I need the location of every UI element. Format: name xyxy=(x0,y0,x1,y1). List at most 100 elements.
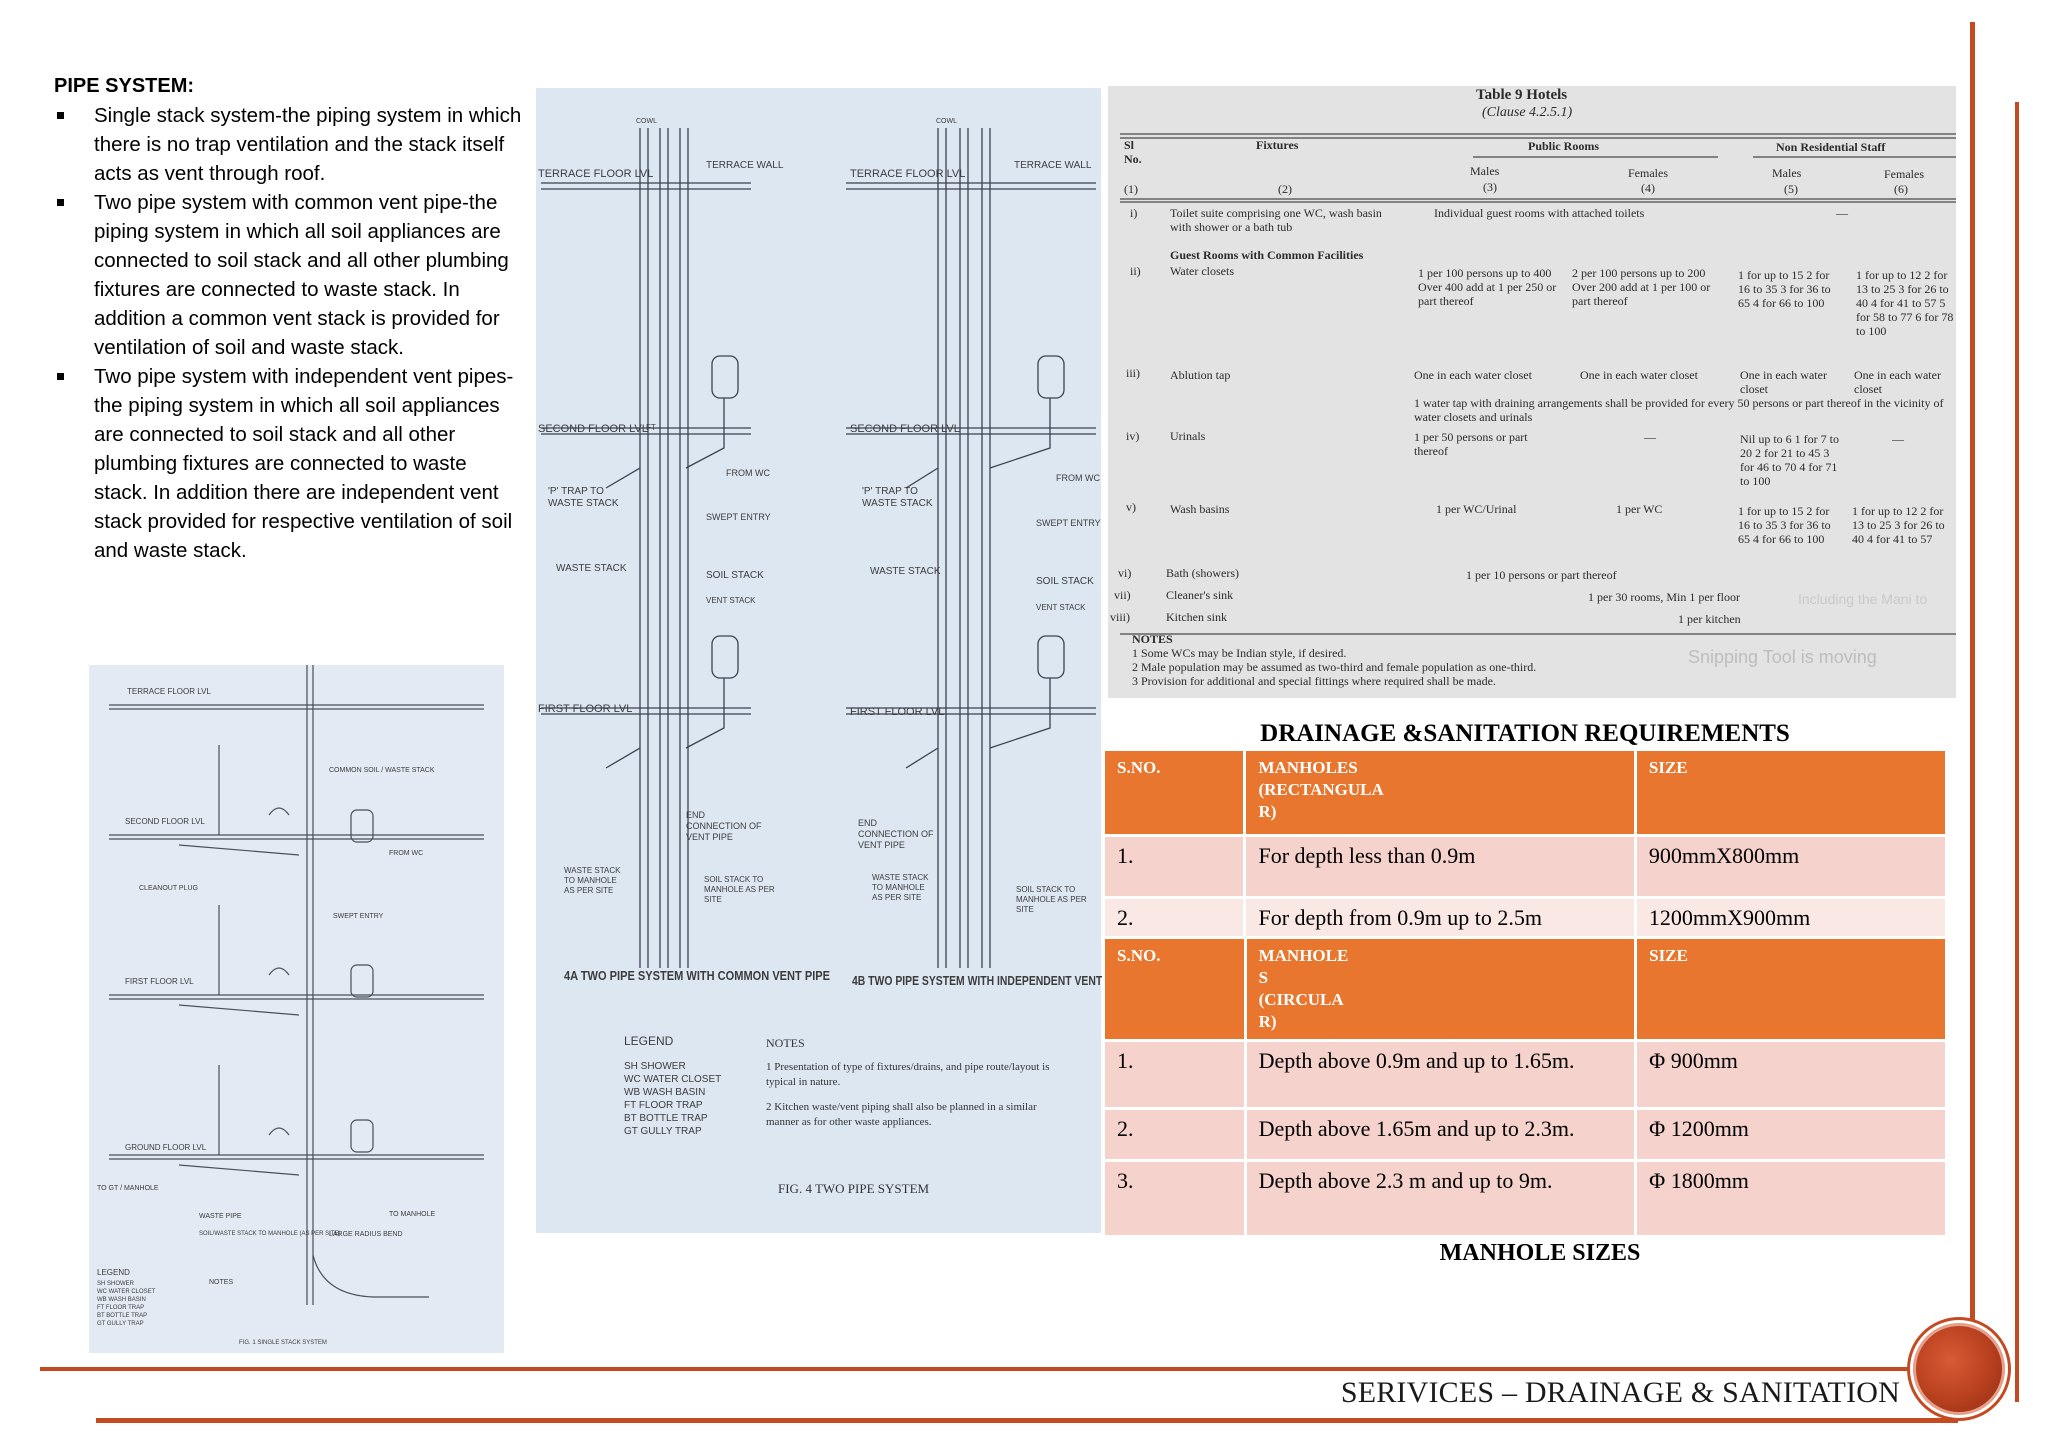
drawing-label: 'P' TRAP TO WASTE STACK xyxy=(548,486,619,509)
note-item: 1 Presentation of type of fixtures/drain… xyxy=(766,1061,1050,1088)
drawing-label: LARGE RADIUS BEND xyxy=(329,1231,403,1238)
legend-item: SH SHOWER xyxy=(97,1281,135,1287)
header-size: SIZE xyxy=(1633,748,1949,837)
table9-notes: 1 Some WCs may be Indian style, if desir… xyxy=(1132,646,1932,688)
legend-item: WB WASH BASIN xyxy=(97,1297,146,1303)
drawing-label: SOIL STACK TO MANHOLE AS PER SITE xyxy=(1016,885,1087,914)
table9-cell: vii) xyxy=(1114,588,1131,602)
row-size: 1200mmX900mm xyxy=(1633,896,1949,941)
row-size: Φ 900mm xyxy=(1634,1039,1948,1110)
table9-cell: One in each water closet xyxy=(1580,368,1698,382)
table9-cell: vi) xyxy=(1118,566,1132,580)
row-sno: 1. xyxy=(1102,1039,1247,1110)
table9-cell: Ablution tap xyxy=(1170,368,1231,382)
row-size: Φ 1200mm xyxy=(1634,1107,1948,1162)
drawing-label: WASTE STACK TO MANHOLE AS PER SITE xyxy=(872,873,929,902)
table9-cell: Cleaner's sink xyxy=(1166,588,1234,602)
pipe-system-bullet: Single stack system-the piping system in… xyxy=(54,101,524,188)
drawing-label: SOIL STACK xyxy=(1036,576,1094,587)
drawing-label: TERRACE WALL xyxy=(1014,160,1092,171)
table9-cell: — xyxy=(1644,430,1656,444)
footer-title: SERIVICES – DRAINAGE & SANITATION xyxy=(1340,1376,1900,1409)
drawing-label: SOIL/WASTE STACK TO MANHOLE (AS PER SITE… xyxy=(199,1231,341,1237)
frame-vertical-line xyxy=(1970,22,1975,1362)
table9-cell: Guest Rooms with Common Facilities xyxy=(1170,248,1364,262)
table9-title: Table 9 Hotels xyxy=(1476,87,1568,103)
legend-item: BT BOTTLE TRAP xyxy=(624,1113,708,1124)
row-desc: For depth from 0.9m up to 2.5m xyxy=(1243,896,1637,941)
row-desc: Depth above 1.65m and up to 2.3m. xyxy=(1243,1107,1638,1162)
legend-item: GT GULLY TRAP xyxy=(97,1321,144,1327)
legend-title: LEGEND xyxy=(624,1034,674,1048)
legend-item: WC WATER CLOSET xyxy=(624,1074,722,1085)
drawing-notes: 1 Presentation of type of fixtures/drain… xyxy=(766,1060,1056,1130)
table9-col-staff: Non Residential Staff xyxy=(1776,140,1886,154)
drawing-label: COMMON SOIL / WASTE STACK xyxy=(329,767,435,774)
pipe-system-heading: PIPE SYSTEM: xyxy=(54,75,195,97)
table9-cell: Individual guest rooms with attached toi… xyxy=(1434,206,1645,220)
table9-cell: Urinals xyxy=(1170,429,1206,443)
table9-cell: Bath (showers) xyxy=(1166,566,1239,580)
table9-cell: Wash basins xyxy=(1170,502,1230,516)
row-desc: Depth above 0.9m and up to 1.65m. xyxy=(1243,1039,1638,1110)
table9-cell: Toilet suite comprising one WC, wash bas… xyxy=(1170,206,1382,234)
table9-cell: 1 for up to 12 2 for 13 to 25 3 for 26 t… xyxy=(1852,504,1945,546)
row-sno: 2. xyxy=(1101,896,1247,941)
header-manholes: MANHOLE S (CIRCULA R) xyxy=(1243,936,1638,1042)
table9-clause: (Clause 4.2.5.1) xyxy=(1482,105,1573,120)
drawing-label: TERRACE FLOOR LVL xyxy=(538,168,654,180)
table9-cell: v) xyxy=(1126,500,1136,514)
frame-horizontal-line xyxy=(40,1367,1960,1371)
drawing-label: SECOND FLOOR LVL xyxy=(125,817,205,826)
table9-cell: — xyxy=(1892,432,1904,446)
table9-col-num: (4) xyxy=(1641,181,1655,195)
drawing-label: VENT STACK xyxy=(1036,603,1086,612)
table9-col-females: Females xyxy=(1628,166,1668,180)
table9-cell: 1 per 100 persons up to 400 Over 400 add… xyxy=(1418,266,1557,308)
drawing-label: GROUND FLOOR LVL xyxy=(125,1143,207,1152)
drawing-legend: SH SHOWER WC WATER CLOSET WB WASH BASIN … xyxy=(97,1280,197,1328)
table9-cell: 1 for up to 15 2 for 16 to 35 3 for 36 t… xyxy=(1738,268,1831,310)
table-row: 3. Depth above 2.3 m and up to 9m. Φ 180… xyxy=(1102,1159,1948,1238)
table9-cell: 1 per 10 persons or part thereof xyxy=(1466,568,1617,582)
header-manholes-label: MANHOLE S (CIRCULA R) xyxy=(1258,946,1349,1031)
table9-scan: Table 9 Hotels (Clause 4.2.5.1) Sl No. F… xyxy=(1108,86,1956,698)
legend-item: SH SHOWER xyxy=(624,1061,686,1072)
table9-cell: Water closets xyxy=(1170,264,1235,278)
manhole-sizes-caption: MANHOLE SIZES xyxy=(1439,1240,1641,1266)
table-row: 1. For depth less than 0.9m 900mmX800mm xyxy=(1101,834,1949,899)
table-row: 1. Depth above 0.9m and up to 1.65m. Φ 9… xyxy=(1102,1039,1948,1110)
notes-title: NOTES xyxy=(766,1036,805,1050)
drawing-label: VENT STACK xyxy=(706,596,756,605)
note-item: 2 Kitchen waste/vent piping shall also b… xyxy=(766,1101,1037,1128)
table9-col-females: Females xyxy=(1884,167,1924,181)
table9-col-num: (1) xyxy=(1124,182,1138,196)
figure-caption-4b: 4B TWO PIPE SYSTEM WITH INDEPENDENT VENT… xyxy=(852,973,1136,988)
table9-col-num: (6) xyxy=(1894,182,1908,196)
drawing-label: FROM WC xyxy=(1056,473,1100,483)
table9-rules xyxy=(1120,133,1956,635)
table-row: 2. Depth above 1.65m and up to 2.3m. Φ 1… xyxy=(1102,1107,1948,1162)
pipe-system-bullet: Two pipe system with independent vent pi… xyxy=(54,362,524,565)
pipe-system-bullet: Two pipe system with common vent pipe-th… xyxy=(54,188,524,362)
table9-col-num: (2) xyxy=(1278,182,1292,196)
table9-cell: 1 per 50 persons or part thereof xyxy=(1414,430,1528,458)
row-sno: 3. xyxy=(1102,1159,1247,1238)
drawing-label: SOIL STACK TO MANHOLE AS PER SITE xyxy=(704,875,775,904)
drawing-label: FROM WC xyxy=(389,850,424,857)
drawing-label: TERRACE FLOOR LVL xyxy=(850,168,966,180)
drawing-label: TERRACE FLOOR LVL xyxy=(127,687,211,696)
drawing-label: TO GT / MANHOLE xyxy=(97,1185,159,1192)
drawing-label: CLEANOUT PLUG xyxy=(139,885,198,892)
row-sno: 1. xyxy=(1101,834,1247,899)
drawing-label: WASTE STACK TO MANHOLE AS PER SITE xyxy=(564,866,621,895)
header-sno: S.NO. xyxy=(1101,748,1247,837)
figure-caption: FIG. 4 TWO PIPE SYSTEM xyxy=(778,1181,930,1196)
legend-item: FT FLOOR TRAP xyxy=(624,1100,703,1111)
legend-item: GT GULLY TRAP xyxy=(624,1126,702,1137)
row-sno: 2. xyxy=(1102,1107,1247,1162)
table9-cell: Nil up to 6 1 for 7 to 20 2 for 21 to 45… xyxy=(1740,432,1839,488)
drawing-label: SWEPT ENTRY xyxy=(333,913,384,920)
table9-cell: Kitchen sink xyxy=(1166,610,1227,624)
two-pipe-diagram xyxy=(541,128,1096,968)
